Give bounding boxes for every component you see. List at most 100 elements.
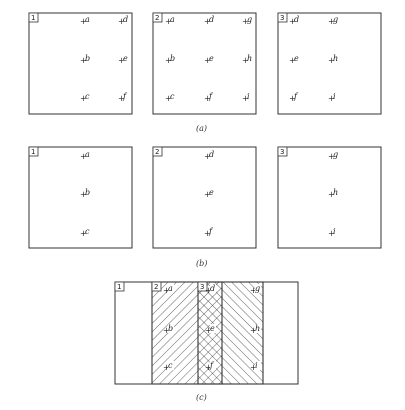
point-i: +i xyxy=(242,92,250,103)
svg-text:+: + xyxy=(165,94,172,103)
svg-text:+: + xyxy=(250,363,257,372)
point-label: e xyxy=(209,54,214,63)
point-e: +e xyxy=(204,188,214,199)
point-label: g xyxy=(333,15,338,24)
svg-text:+: + xyxy=(205,326,212,335)
point-label: f xyxy=(122,92,128,101)
svg-text:+: + xyxy=(163,286,170,295)
svg-text:+: + xyxy=(204,190,211,199)
row-a-frame-1: 1 +a +d +b +e +c +f xyxy=(28,12,133,115)
row-a-frame-2: 2 +a +d +g +b +e +h +c +f +i xyxy=(152,12,257,115)
svg-text:+: + xyxy=(328,152,335,161)
svg-text:+: + xyxy=(328,17,335,26)
svg-text:+: + xyxy=(204,94,211,103)
overlap-frame-2 xyxy=(151,281,223,385)
row-c: 1 2 3 +a +b +c +d +e +f +g +h +i (c) xyxy=(114,281,299,402)
point-b: +b xyxy=(163,324,174,335)
point-c: +c xyxy=(80,92,90,103)
svg-text:+: + xyxy=(165,56,172,65)
row-b-frame-3: 3 +g +h +i xyxy=(277,146,382,249)
point-label: d xyxy=(209,150,214,159)
svg-text:+: + xyxy=(118,94,125,103)
point-e: +e xyxy=(118,54,128,65)
point-label: e xyxy=(210,324,215,333)
svg-text:+: + xyxy=(328,94,335,103)
point-label: e xyxy=(123,54,128,63)
svg-text:+: + xyxy=(205,286,212,295)
svg-text:+: + xyxy=(80,94,87,103)
point-f: +f xyxy=(204,92,214,103)
svg-text:+: + xyxy=(242,17,249,26)
point-h: +h xyxy=(328,188,338,199)
point-c: +c xyxy=(165,92,175,103)
point-label: b xyxy=(168,324,173,333)
point-a: +a xyxy=(163,284,174,295)
point-label: c xyxy=(168,361,173,370)
frame-number-box xyxy=(28,12,39,23)
row-b-frame-1: 1 +a +b +c xyxy=(28,146,133,249)
point-i: +i xyxy=(328,227,336,238)
caption-b: (b) xyxy=(196,259,207,268)
frame-number-box xyxy=(114,281,125,292)
frame-border xyxy=(277,12,382,115)
point-label: i xyxy=(333,227,336,236)
frame-number: 2 xyxy=(154,283,158,291)
row-a: 1 +a +d +b +e +c +f 2 +a +d +g +b +e +h … xyxy=(28,12,382,133)
point-label: a xyxy=(85,15,90,24)
point-label: d xyxy=(209,15,214,24)
svg-text:+: + xyxy=(80,190,87,199)
frame-number: 3 xyxy=(200,283,204,291)
frame-number-box xyxy=(197,281,208,292)
point-label: c xyxy=(85,92,90,101)
point-label: g xyxy=(255,284,260,293)
row-b: 1 +a +b +c 2 +d +e +f 3 +g +h +i (b) xyxy=(28,146,382,268)
frame-number: 3 xyxy=(280,14,284,22)
point-d: +d xyxy=(204,150,214,161)
svg-text:+: + xyxy=(242,94,249,103)
point-d: +d xyxy=(118,15,128,26)
svg-text:+: + xyxy=(118,17,125,26)
point-c: +c xyxy=(80,227,90,238)
svg-text:+: + xyxy=(289,94,296,103)
frame-number-box xyxy=(151,281,162,292)
frame-number: 2 xyxy=(155,148,159,156)
point-b: +b xyxy=(80,188,90,199)
point-f: +f xyxy=(289,92,299,103)
point-label: h xyxy=(247,54,252,63)
svg-text:+: + xyxy=(289,56,296,65)
point-label: c xyxy=(170,92,175,101)
point-c: +c xyxy=(163,361,174,372)
point-label: b xyxy=(85,188,90,197)
point-d: +d xyxy=(205,284,216,295)
frame-number: 1 xyxy=(31,14,35,22)
frame-number-box xyxy=(152,146,163,157)
point-label: d xyxy=(294,15,299,24)
point-f: +f xyxy=(118,92,128,103)
point-e: +e xyxy=(204,54,214,65)
frame-border xyxy=(277,146,382,249)
point-label: e xyxy=(209,188,214,197)
overlap-region-2-3 xyxy=(198,282,263,384)
svg-text:+: + xyxy=(163,326,170,335)
point-h: +h xyxy=(242,54,252,65)
svg-text:+: + xyxy=(289,17,296,26)
point-g: +g xyxy=(328,15,338,26)
point-e: +e xyxy=(205,324,216,335)
svg-text:+: + xyxy=(163,363,170,372)
point-label: i xyxy=(247,92,250,101)
svg-text:+: + xyxy=(250,326,257,335)
point-g: +g xyxy=(242,15,252,26)
row-a-frame-3: 3 +d +g +e +h +f +i xyxy=(277,12,382,115)
svg-text:+: + xyxy=(204,229,211,238)
caption-c: (c) xyxy=(196,393,207,402)
point-h: +h xyxy=(250,324,261,335)
point-label: f xyxy=(209,361,215,370)
point-g: +g xyxy=(250,284,261,295)
point-i: +i xyxy=(250,361,261,372)
point-f: +f xyxy=(205,361,216,372)
point-e: +e xyxy=(289,54,299,65)
point-label: a xyxy=(170,15,175,24)
frame-number: 3 xyxy=(280,148,284,156)
point-a: +a xyxy=(80,150,90,161)
